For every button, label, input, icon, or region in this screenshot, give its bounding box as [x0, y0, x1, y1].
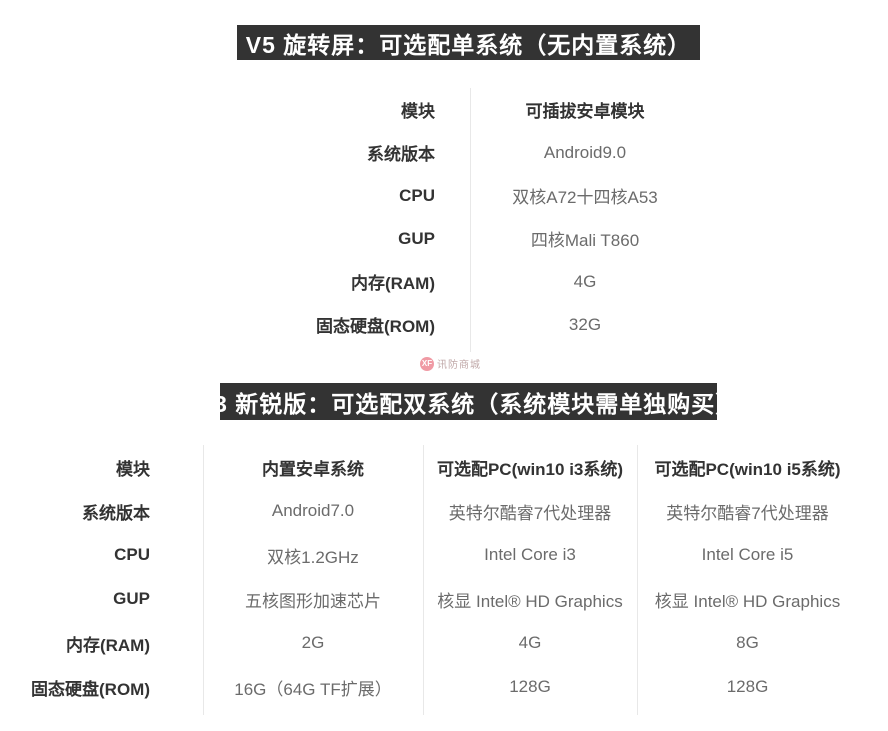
spec-value: 英特尔酷睿7代处理器	[448, 503, 612, 523]
spec-value: 128G	[509, 677, 551, 696]
v5-spec-table: 模块 可插拔安卓模块 系统版本 Android9.0 CPU 双核A72十四核A…	[230, 88, 700, 346]
spec-label: 固态硬盘(ROM)	[316, 317, 435, 336]
spec-value: 内置安卓系统	[262, 459, 364, 479]
spec-value: 2G	[301, 633, 325, 652]
spec-value: 四核Mali T860	[530, 231, 640, 250]
spec-value: 32G	[568, 314, 602, 334]
x3-spec-table: 模块 内置安卓系统 可选配PC(win10 i3系统) 可选配PC(win10 …	[20, 445, 858, 709]
table-divider	[203, 445, 204, 715]
spec-label: GUP	[398, 228, 435, 248]
spec-value: 双核1.2GHz	[267, 547, 359, 567]
shop-watermark-label: 讯防商城	[437, 360, 481, 371]
spec-label: 模块	[401, 102, 435, 121]
spec-label: 系统版本	[82, 503, 150, 523]
spec-value: Intel Core i5	[701, 545, 794, 564]
spec-label: 模块	[116, 459, 150, 479]
table-divider	[423, 445, 424, 715]
spec-value: 8G	[736, 633, 759, 652]
spec-value: 可选配PC(win10 i5系统)	[654, 459, 841, 479]
spec-label: 内存(RAM)	[65, 635, 150, 655]
x3-section-title: X3 新锐版：可选配双系统（系统模块需单独购买）	[198, 383, 738, 420]
spec-value: Intel Core i3	[484, 545, 576, 564]
shop-watermark: XF 讯防商城	[420, 356, 481, 371]
table-divider	[470, 88, 471, 352]
spec-value: 可插拔安卓模块	[525, 102, 645, 121]
v5-section-title: V5 旋转屏：可选配单系统（无内置系统）	[237, 25, 700, 60]
spec-value: 16G（64G TF扩展）	[234, 679, 392, 699]
spec-value: 4G	[518, 633, 542, 652]
spec-value: 双核A72十四核A53	[512, 188, 658, 207]
table-divider	[637, 445, 638, 715]
spec-label: GUP	[113, 589, 150, 608]
spec-label: CPU	[114, 545, 150, 564]
spec-value: 128G	[726, 677, 769, 696]
spec-value: 核显 Intel® HD Graphics	[437, 591, 623, 611]
spec-label: 内存(RAM)	[350, 274, 435, 293]
spec-label: 固态硬盘(ROM)	[31, 679, 150, 699]
spec-value: 核显 Intel® HD Graphics	[654, 591, 841, 611]
shop-logo-icon: XF	[420, 356, 434, 371]
spec-label: CPU	[399, 185, 435, 205]
spec-value: Android7.0	[271, 501, 355, 520]
spec-value: 五核图形加速芯片	[245, 591, 381, 611]
spec-value: 英特尔酷睿7代处理器	[666, 503, 829, 523]
spec-label: 系统版本	[367, 145, 435, 164]
spec-value: Android9.0	[543, 142, 627, 162]
spec-value: 4G	[573, 271, 597, 291]
spec-value: 可选配PC(win10 i3系统)	[436, 459, 624, 479]
